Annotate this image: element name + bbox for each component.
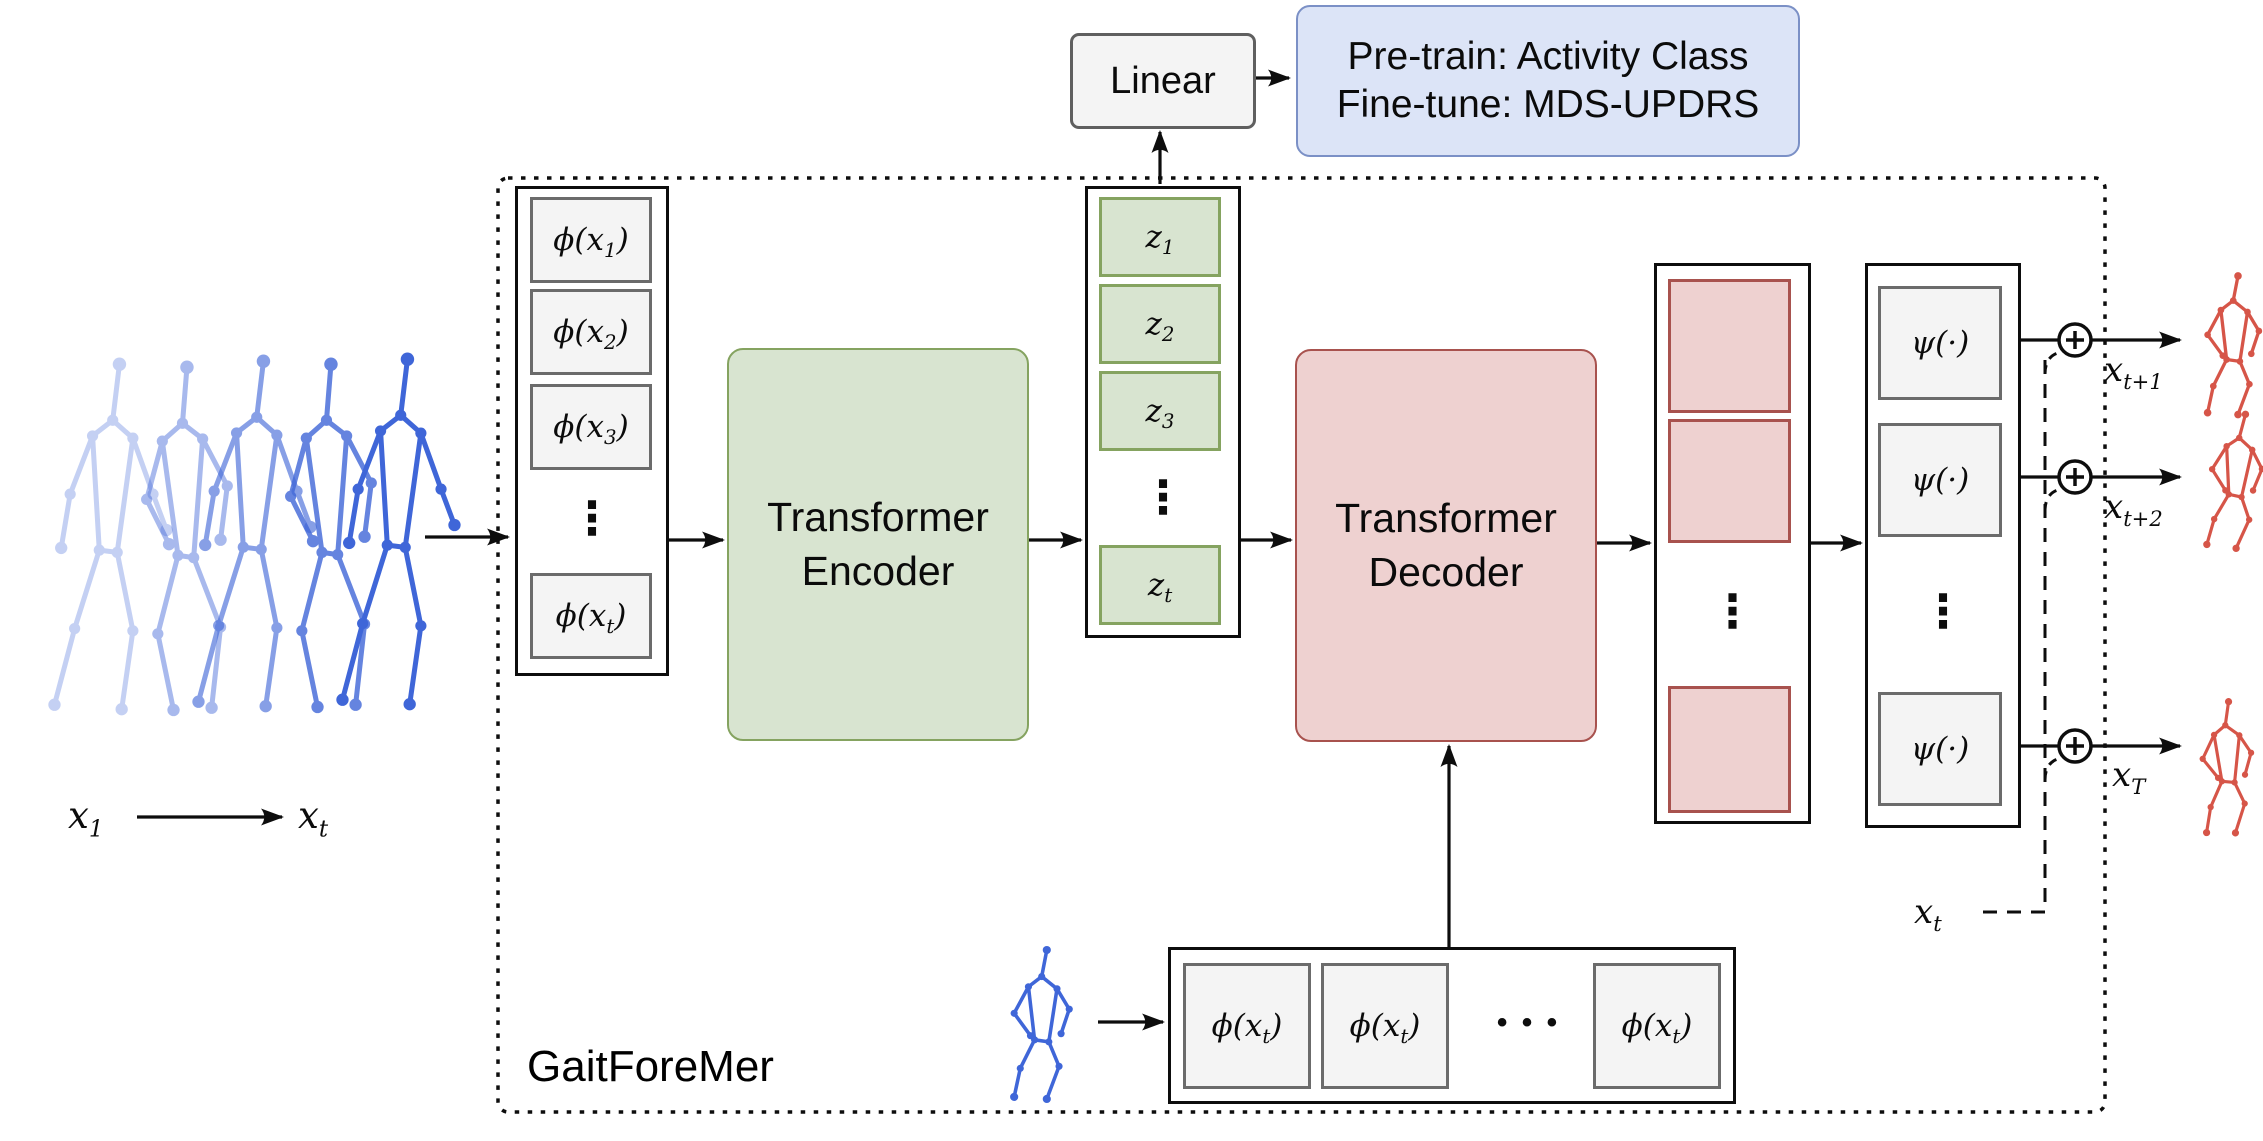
input-end-label: xt: [298, 794, 329, 843]
flow-arrows: [425, 69, 1863, 1031]
output-label-1: xt+1: [2104, 350, 2163, 394]
linear-label: Linear: [1110, 59, 1216, 102]
psi-box-3: ψ(·): [1878, 692, 2002, 806]
pose-embedding-column: ϕ(x1) ϕ(x2) ϕ(x3) ⋮ ϕ(xt): [515, 186, 669, 676]
psi-projection-column: ψ(·) ψ(·) ⋮ ψ(·): [1865, 263, 2021, 828]
finetune-task-label: Fine-tune: MDS-UPDRS: [1336, 83, 1760, 126]
decoder-memory-column: ⋮: [1654, 263, 1811, 824]
seed-phi-label-3: ϕ(xt): [1621, 1008, 1693, 1049]
seed-phi-label-2: ϕ(xt): [1349, 1008, 1421, 1049]
phi-embedding-box-2: ϕ(x2): [530, 289, 652, 375]
gaitforemer-title: GaitForeMer: [527, 1042, 774, 1091]
phi-label-3: ϕ(x3): [553, 409, 629, 450]
memory-box-3: [1668, 686, 1791, 813]
z-box-t: zt: [1099, 545, 1221, 625]
sum-node-icons: [2057, 322, 2093, 764]
horizontal-ellipsis: • • •: [1496, 1006, 1561, 1039]
decoder-label-line2: Decoder: [1368, 548, 1524, 595]
predicted-pose-1: [2202, 270, 2263, 421]
vertical-ellipsis: ⋮: [1920, 584, 1966, 638]
vertical-ellipsis: ⋮: [569, 491, 615, 545]
task-label-box: Pre-train: Activity Class Fine-tune: MDS…: [1296, 5, 1800, 157]
phi-label-t: ϕ(xt): [555, 598, 627, 639]
gaitforemer-dotted-frame: [496, 176, 2107, 1114]
pretrain-task-label: Pre-train: Activity Class: [1347, 35, 1749, 79]
psi-box-1: ψ(·): [1878, 286, 2002, 400]
z-label-t: zt: [1147, 567, 1173, 608]
z-label-1: z1: [1145, 219, 1175, 260]
plus-circle-icon-2: [2057, 459, 2093, 495]
input-start-label: x1: [68, 794, 104, 843]
seed-phi-box-3: ϕ(xt): [1593, 963, 1721, 1089]
z-label-3: z3: [1145, 393, 1175, 434]
phi-embedding-box-1: ϕ(x1): [530, 197, 652, 283]
z-label-2: z2: [1145, 306, 1175, 347]
plus-circle-icon-1: [2057, 322, 2093, 358]
phi-label-2: ϕ(x2): [553, 314, 629, 355]
encoder-label-line1: Transformer: [767, 494, 989, 541]
output-label-3: xT: [2112, 755, 2146, 799]
feedback-hook-2: [2043, 487, 2064, 512]
z-box-1: z1: [1099, 197, 1221, 277]
predicted-pose-graphics: [2194, 270, 2263, 840]
transformer-decoder-box: Transformer Decoder: [1295, 349, 1597, 742]
z-box-2: z2: [1099, 284, 1221, 364]
psi-label-1: ψ(·): [1910, 325, 1970, 361]
memory-box-1: [1668, 279, 1791, 413]
psi-box-2: ψ(·): [1878, 423, 2002, 537]
psi-label-2: ψ(·): [1910, 462, 1970, 498]
input-pose-sequence-graphic: [48, 353, 460, 717]
decoder-input-row: ϕ(xt) ϕ(xt) • • • ϕ(xt): [1168, 947, 1736, 1104]
residual-feedback-dashed-line: [1983, 358, 2047, 914]
latent-column: z1 z2 z3 ⋮ zt: [1085, 186, 1241, 638]
vertical-ellipsis: ⋮: [1140, 470, 1186, 524]
psi-label-3: ψ(·): [1910, 731, 1970, 767]
seed-phi-box-2: ϕ(xt): [1321, 963, 1449, 1089]
phi-embedding-box-3: ϕ(x3): [530, 384, 652, 470]
phi-embedding-box-t: ϕ(xt): [530, 573, 652, 659]
encoder-label-line2: Encoder: [801, 547, 955, 594]
phi-label-1: ϕ(x1): [553, 222, 629, 263]
seed-phi-box-1: ϕ(xt): [1183, 963, 1311, 1089]
memory-box-2: [1668, 419, 1791, 543]
predicted-pose-3: [2194, 695, 2261, 840]
seed-phi-label-1: ϕ(xt): [1211, 1008, 1283, 1049]
feedback-label: xt: [1914, 892, 1942, 936]
predicted-pose-2: [2201, 406, 2263, 556]
feedback-hook-3: [2043, 756, 2064, 781]
feedback-hook-1: [2043, 350, 2064, 375]
transformer-encoder-box: Transformer Encoder: [727, 348, 1029, 741]
z-box-3: z3: [1099, 371, 1221, 451]
output-rows: [1983, 322, 2182, 914]
plus-circle-icon-3: [2057, 728, 2093, 764]
decoder-seed-pose-graphic: [1008, 944, 1075, 1105]
vertical-ellipsis: ⋮: [1709, 584, 1756, 638]
decoder-label-line1: Transformer: [1335, 495, 1557, 542]
output-label-2: xt+2: [2104, 487, 2163, 531]
linear-head-box: Linear: [1070, 33, 1256, 129]
